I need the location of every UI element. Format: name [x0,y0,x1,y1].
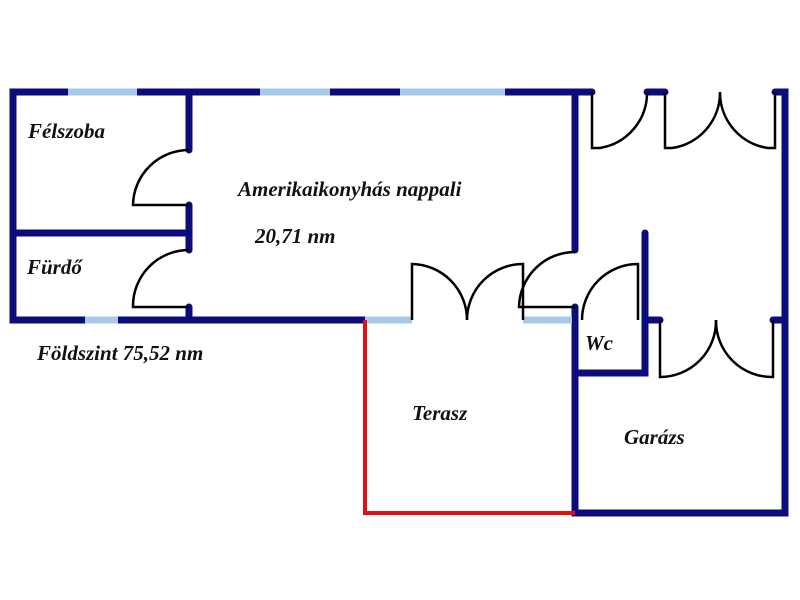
door-wc [580,262,640,321]
windows [68,88,572,324]
doors [131,91,777,379]
door-terrace-right-leaf [465,262,525,321]
door-furdo [131,248,190,309]
door-top-single [590,91,649,150]
room-label-garazs: Garázs [624,425,685,449]
door-top-right-leaf [718,91,777,150]
terrace-boundary [363,320,575,515]
door-garage-right-leaf [714,319,775,379]
floor-total-area: Földszint 75,52 nm [36,341,203,365]
room-area-nappali: 20,71 nm [254,224,336,248]
wc-garage-wall [571,229,649,377]
room-label-felszoba: Félszoba [27,119,105,143]
door-top-left-leaf [663,91,722,150]
room-label-nappali: Amerikaikonyhás nappali [236,177,462,201]
room-label-furdo: Fürdő [26,255,83,279]
right-outer-wall [571,88,789,517]
room-label-wc: Wc [585,331,614,355]
room-label-terasz: Terasz [412,401,468,425]
door-felszoba [131,148,190,207]
walls [9,88,789,517]
door-kitchen-side [517,250,576,309]
door-terrace-left-leaf [410,262,469,321]
door-garage-left-leaf [658,319,718,379]
labels: Félszoba Amerikaikonyhás nappali 20,71 n… [26,119,685,449]
